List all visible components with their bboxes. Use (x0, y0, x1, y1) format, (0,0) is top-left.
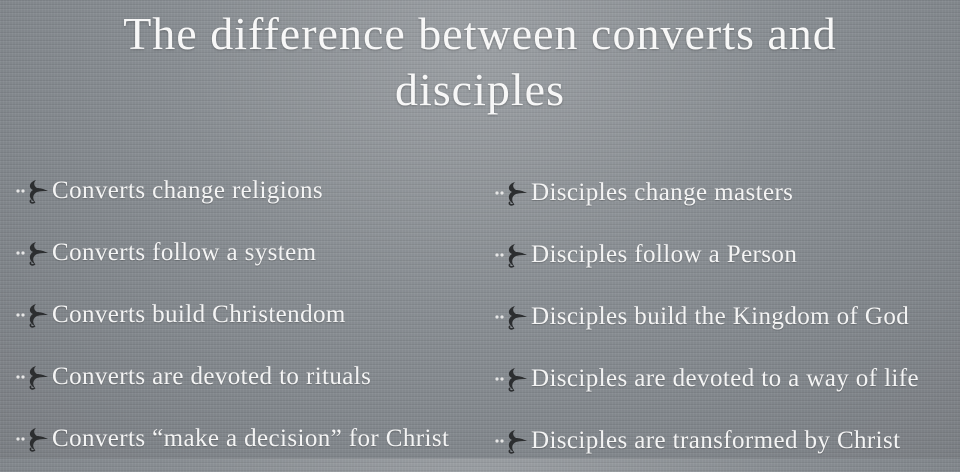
list-item-convert: Converts change religions (14, 160, 484, 222)
fleuron-icon (16, 242, 48, 266)
fleuron-icon (16, 180, 48, 204)
fleuron-icon (495, 368, 527, 392)
slide-title: The difference between converts and disc… (0, 6, 960, 118)
list-item-disciple: Disciples change masters (493, 162, 960, 224)
disciple-text: Disciples change masters (531, 179, 794, 206)
convert-text: Converts are devoted to rituals (52, 363, 372, 390)
disciple-text: Disciples are devoted to a way of life (531, 365, 919, 392)
list-item-convert: Converts build Christendom (14, 284, 484, 346)
fleuron-icon (16, 366, 48, 390)
disciple-text: Disciples are transformed by Christ (531, 427, 901, 454)
title-line-1: The difference between converts and (123, 8, 837, 59)
disciple-text: Disciples build the Kingdom of God (531, 303, 910, 330)
list-item-convert: Converts are devoted to rituals (14, 346, 484, 408)
convert-text: Converts change religions (52, 177, 324, 204)
list-item-convert: Converts “make a decision” for Christ (14, 408, 484, 470)
disciple-text: Disciples follow a Person (531, 241, 798, 268)
disciples-list: Disciples change masters Disciples follo… (493, 162, 960, 472)
fleuron-icon (495, 182, 527, 206)
convert-text: Converts “make a decision” for Christ (52, 425, 450, 452)
title-line-2: disciples (395, 64, 565, 115)
list-item-disciple: Disciples build the Kingdom of God (493, 286, 960, 348)
fleuron-icon (495, 306, 527, 330)
fleuron-icon (16, 304, 48, 328)
list-item-disciple: Disciples are transformed by Christ (493, 410, 960, 472)
fleuron-icon (495, 244, 527, 268)
list-item-disciple: Disciples follow a Person (493, 224, 960, 286)
fleuron-icon (16, 428, 48, 452)
fleuron-icon (495, 430, 527, 454)
convert-text: Converts follow a system (52, 239, 317, 266)
convert-text: Converts build Christendom (52, 301, 346, 328)
converts-list: Converts change religions Converts follo… (14, 160, 484, 470)
list-item-convert: Converts follow a system (14, 222, 484, 284)
list-item-disciple: Disciples are devoted to a way of life (493, 348, 960, 410)
